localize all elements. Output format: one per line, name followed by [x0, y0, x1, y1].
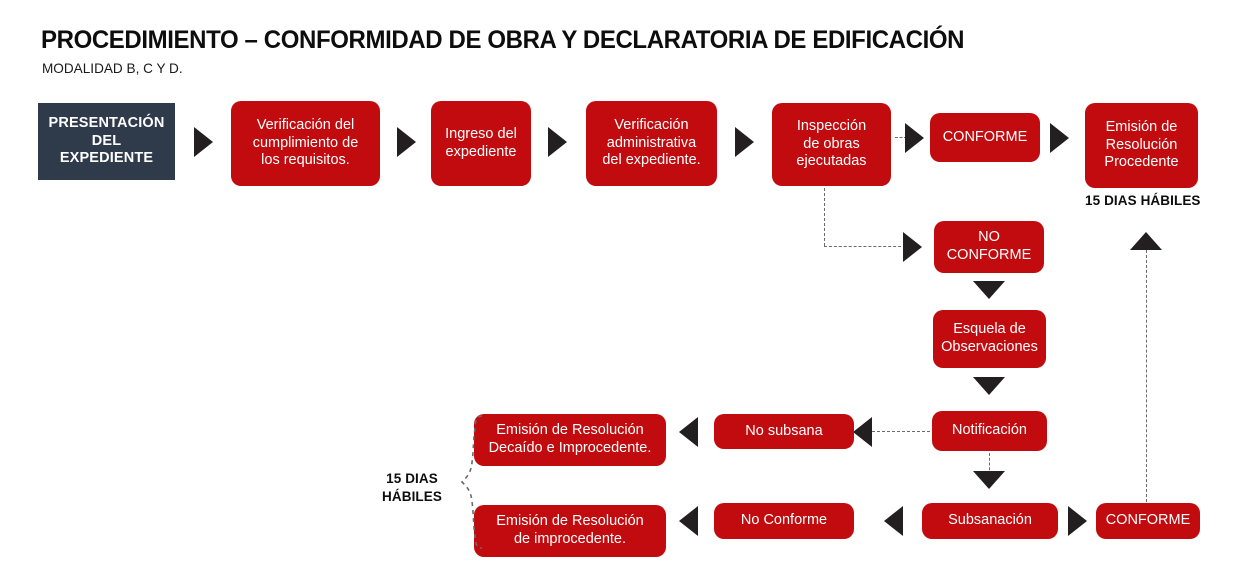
arrow-inspeccion-to-no-conforme	[903, 232, 922, 262]
node-no-subsana[interactable]: No subsana	[714, 414, 854, 449]
connector-notificacion-to-no-subsana	[872, 431, 930, 432]
node-no-conforme-bot[interactable]: No Conforme	[714, 503, 854, 539]
node-subsanacion-label: Subsanación	[948, 512, 1032, 529]
page-title: PROCEDIMIENTO – CONFORMIDAD DE OBRA Y DE…	[41, 26, 965, 54]
arrow-verif-admin-to-inspeccion	[735, 127, 754, 157]
page-subtitle: MODALIDAD B, C Y D.	[42, 60, 183, 76]
node-conforme-top-label: CONFORME	[942, 128, 1028, 145]
node-no-subsana-label: No subsana	[745, 422, 823, 439]
arrow-ingreso-to-verif-admin	[548, 127, 567, 157]
arrow-conforme-bottom-to-emision-procedente	[1130, 232, 1162, 250]
node-conforme-bottom-label: CONFORME	[1105, 512, 1191, 529]
brace-plazo-improcedente	[460, 415, 483, 549]
arrow-subsanacion-to-conforme-bottom	[1068, 506, 1087, 536]
node-notificacion[interactable]: Notificación	[932, 411, 1047, 451]
node-conforme-bottom[interactable]: CONFORME	[1096, 503, 1200, 539]
arrow-no-conforme-bot-to-emision-improcedente	[679, 506, 698, 536]
node-subsanacion[interactable]: Subsanación	[922, 503, 1058, 539]
node-no-conforme-bot-label: No Conforme	[740, 512, 828, 529]
arrow-notificacion-to-subsanacion	[973, 471, 1005, 489]
connector-inspeccion-down	[824, 188, 825, 246]
arrow-esquela-to-notificacion	[973, 377, 1005, 395]
arrow-no-subsana-to-emision-decaido	[679, 417, 698, 447]
connector-inspeccion-right-to-no-conforme	[824, 246, 906, 247]
connector-notificacion-to-subsanacion	[989, 453, 990, 475]
arrow-inspeccion-to-conforme-top	[905, 123, 924, 153]
arrow-verif-requisitos-to-ingreso	[397, 127, 416, 157]
arrow-conforme-top-to-emision-procedente	[1050, 123, 1069, 153]
arrow-subsanacion-to-no-conforme-bot	[884, 506, 903, 536]
connector-conforme-bottom-to-emision-procedente	[1146, 250, 1147, 502]
arrow-no-conforme-to-esquela	[973, 281, 1005, 299]
node-notificacion-label: Notificación	[952, 422, 1027, 439]
caption-plazo-procedente: 15 DIAS HÁBILES	[1085, 193, 1201, 208]
arrow-notificacion-to-no-subsana	[853, 417, 872, 447]
node-conforme-top[interactable]: CONFORME	[930, 113, 1040, 162]
connector-inspeccion-to-conforme-top	[895, 137, 907, 138]
arrow-presentacion-to-verif-requisitos	[194, 127, 213, 157]
